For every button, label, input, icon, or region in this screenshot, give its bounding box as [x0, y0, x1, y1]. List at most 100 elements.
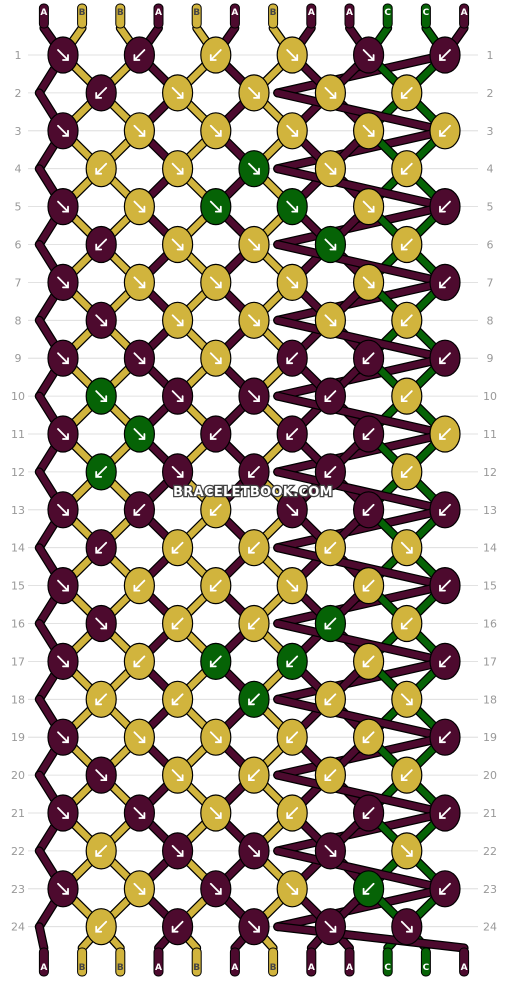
knot [162, 680, 194, 718]
backward-knot-arrow-icon [439, 428, 451, 440]
knot [238, 529, 270, 567]
knot [238, 832, 270, 870]
row-label-right: 24 [483, 921, 497, 934]
backward-knot-arrow-icon [324, 693, 337, 706]
thread-segment [274, 241, 449, 286]
forward-knot-arrow-icon [133, 882, 146, 895]
string-end-bottom [153, 947, 164, 977]
knot [429, 794, 461, 832]
thread-segment [274, 51, 449, 97]
forward-knot-arrow-icon [133, 352, 146, 365]
forward-knot-arrow-icon [248, 845, 260, 857]
forward-knot-arrow-icon [286, 579, 299, 592]
backward-knot-arrow-icon [400, 162, 413, 175]
knot [47, 718, 79, 756]
forward-knot-arrow-icon [57, 352, 69, 365]
string-end-bottom [382, 947, 393, 977]
row-label-right: 15 [483, 580, 497, 593]
knot [200, 870, 232, 908]
knot [276, 263, 308, 301]
forward-knot-arrow-icon [57, 200, 69, 213]
knot [314, 680, 346, 718]
knot [123, 642, 155, 681]
row-label-right: 8 [487, 314, 494, 327]
backward-knot-arrow-icon [171, 617, 184, 630]
forward-knot-arrow-icon [171, 845, 184, 857]
string-end-top [459, 3, 470, 29]
knot [429, 339, 461, 377]
forward-knot-arrow-icon [400, 845, 413, 857]
knot [276, 566, 308, 605]
knot [276, 188, 308, 226]
knot [162, 832, 194, 870]
knot [47, 36, 79, 74]
knot [162, 74, 194, 112]
knot [162, 908, 194, 946]
forward-knot-arrow-icon [95, 314, 108, 327]
string-end-top [382, 3, 393, 29]
string-end-bottom [268, 947, 279, 977]
backward-knot-arrow-icon [439, 49, 451, 61]
backward-knot-arrow-icon [439, 352, 451, 365]
string-label-bottom: A [308, 963, 315, 973]
thread-segment [274, 847, 449, 893]
thread-segment [274, 771, 449, 817]
forward-knot-arrow-icon [133, 200, 146, 213]
row-label-left: 6 [15, 239, 22, 252]
backward-knot-arrow-icon [95, 87, 108, 99]
knot [47, 794, 79, 832]
backward-knot-arrow-icon [400, 617, 413, 630]
backward-knot-arrow-icon [95, 541, 108, 554]
row-label-right: 17 [483, 655, 497, 668]
knot [391, 604, 423, 643]
row-label-left: 23 [11, 883, 25, 896]
forward-knot-arrow-icon [57, 882, 69, 895]
row-label-left: 10 [11, 390, 25, 403]
backward-knot-arrow-icon [362, 579, 375, 592]
string-end-bottom [77, 947, 88, 977]
knot [353, 112, 385, 150]
knot [85, 377, 117, 415]
forward-knot-arrow-icon [248, 390, 260, 402]
forward-knot-arrow-icon [171, 314, 184, 327]
string-label-bottom: C [423, 963, 430, 973]
knot [276, 36, 308, 74]
knot [47, 188, 79, 226]
backward-knot-arrow-icon [400, 238, 413, 251]
knot [276, 718, 308, 756]
knot [47, 491, 79, 529]
knot [391, 453, 423, 491]
knot [85, 74, 117, 112]
backward-knot-arrow-icon [439, 579, 451, 592]
knot [429, 491, 461, 529]
string-label-top: A [461, 8, 468, 18]
knot [314, 908, 346, 946]
knot [123, 263, 155, 301]
knot [238, 453, 270, 491]
row-label-right: 20 [483, 769, 497, 782]
backward-knot-arrow-icon [324, 390, 337, 402]
knot [429, 188, 461, 226]
knot [353, 263, 385, 301]
knot [391, 832, 423, 870]
knot [238, 680, 270, 718]
row-label-left: 5 [15, 201, 22, 214]
thread-segment [274, 127, 449, 172]
forward-knot-arrow-icon [133, 731, 146, 744]
forward-knot-arrow-icon [171, 466, 184, 478]
forward-knot-arrow-icon [362, 200, 375, 213]
forward-knot-arrow-icon [95, 769, 108, 781]
string-end-bottom [344, 947, 355, 977]
row-label-right: 9 [487, 352, 494, 365]
forward-knot-arrow-icon [171, 238, 184, 251]
row-label-right: 1 [487, 49, 494, 62]
string-label-bottom: B [193, 963, 200, 973]
string-end-top [115, 3, 126, 29]
knot [429, 36, 461, 74]
knot [47, 642, 79, 681]
knot [391, 225, 423, 264]
string-label-top: B [193, 8, 200, 18]
knot [276, 870, 308, 908]
row-label-right: 21 [483, 807, 497, 820]
